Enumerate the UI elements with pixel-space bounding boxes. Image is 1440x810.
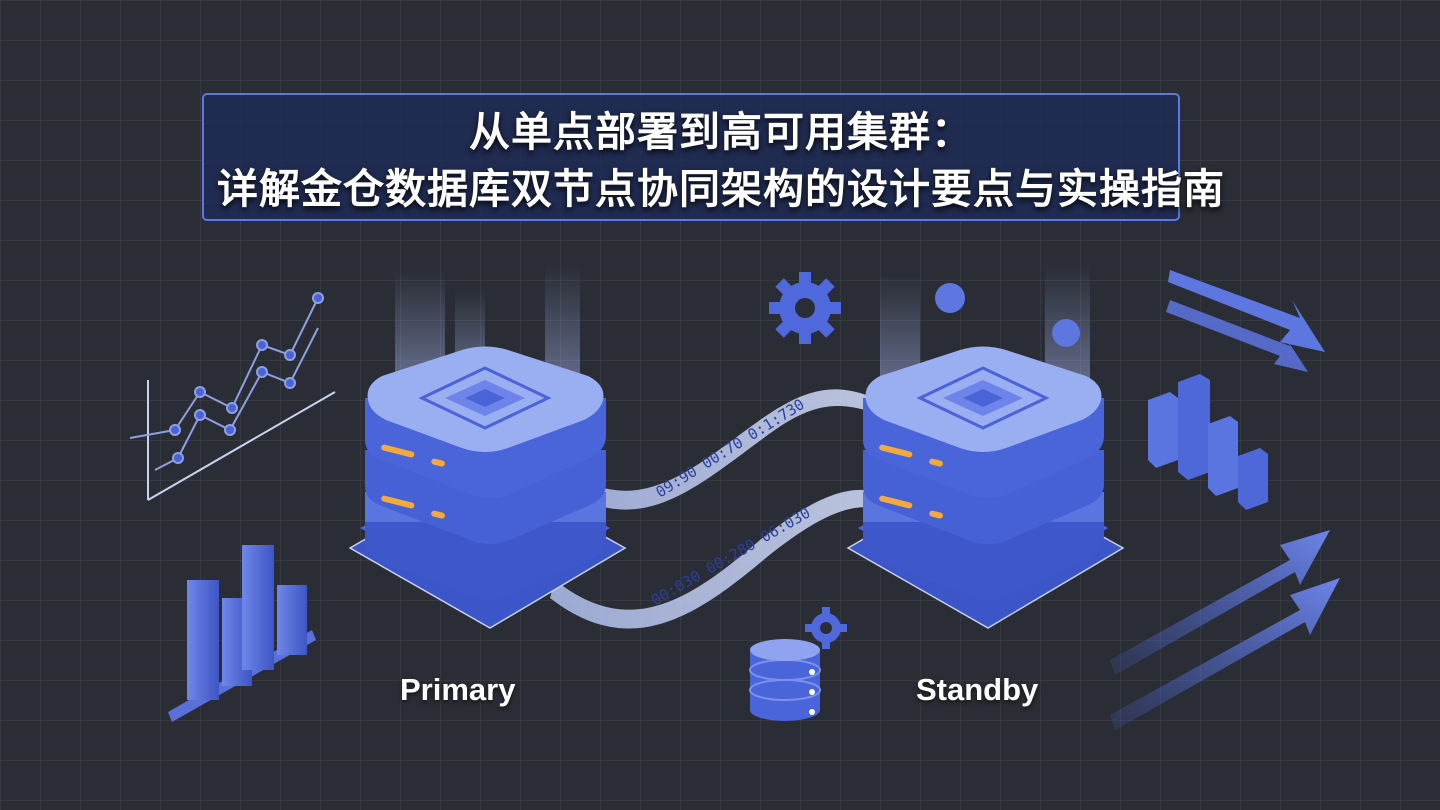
page-title: 从单点部署到高可用集群： 详解金仓数据库双节点协同架构的设计要点与实操指南 [90,104,1352,218]
standby-node-label: Standby [916,672,1039,707]
bar-chart-icon [168,545,316,722]
title-banner [202,93,1180,221]
standby-server-icon [846,346,1125,629]
sync-stream-upper-text: 09:90 00:70 0:1:730 [653,395,808,501]
bar-chart-icon-right [1148,374,1268,510]
title-line-2: 详解金仓数据库双节点协同架构的设计要点与实操指南 [217,165,1225,213]
line-chart-icon [129,292,336,501]
primary-server-icon [348,346,627,629]
title-line-1: 从单点部署到高可用集群： [469,108,973,156]
decorative-orbs [935,283,1080,347]
growth-arrows-icon [1110,530,1340,730]
arrow-icon [1166,270,1325,372]
database-icon [749,639,821,721]
sync-stream-lower-text: 00:030 00:280 06:030 [648,504,813,610]
gear-icon [769,272,847,649]
primary-node-label: Primary [400,672,516,707]
